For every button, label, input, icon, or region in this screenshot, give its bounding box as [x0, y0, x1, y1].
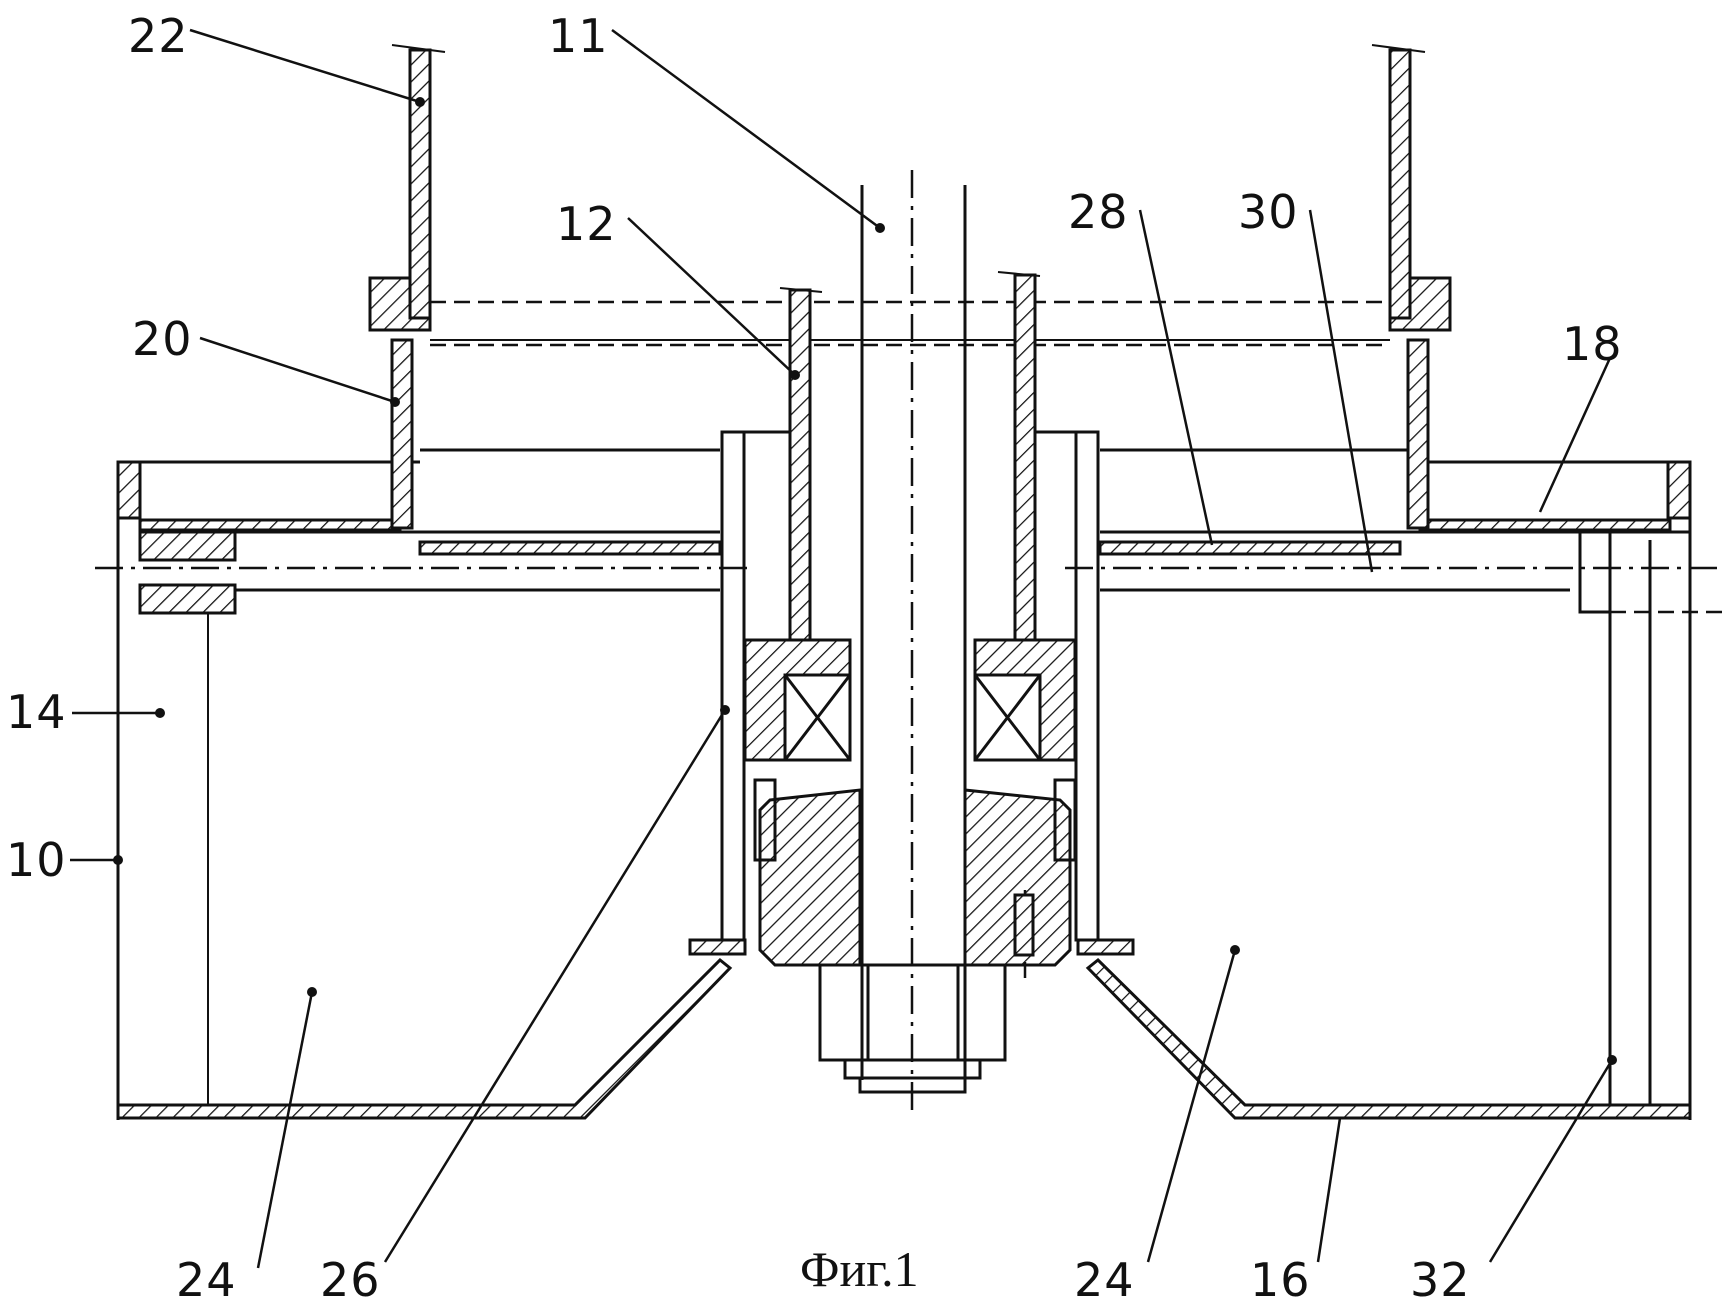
top-plate [140, 520, 1690, 1105]
bearing-left [745, 640, 850, 760]
collar-left [370, 45, 445, 528]
label-24-left: 24 [176, 1253, 237, 1303]
label-18: 18 [1562, 317, 1623, 371]
label-32: 32 [1410, 1253, 1471, 1303]
label-10: 10 [6, 833, 67, 887]
collar-right [1372, 45, 1450, 528]
bearing-right [975, 640, 1075, 760]
label-26: 26 [320, 1253, 381, 1303]
figure-caption: Фиг.1 [800, 1241, 919, 1297]
label-22: 22 [128, 9, 189, 63]
label-11: 11 [548, 9, 609, 63]
label-28: 28 [1068, 185, 1129, 239]
label-24-right: 24 [1074, 1253, 1135, 1303]
housing [118, 450, 1690, 1120]
shaft [862, 170, 965, 1110]
hub-flange-right [1078, 940, 1133, 954]
label-20: 20 [132, 312, 193, 366]
nut-holder [755, 780, 1075, 980]
corner-block-right [1668, 462, 1690, 518]
bottom-plate [118, 960, 1690, 1118]
label-30: 30 [1238, 185, 1299, 239]
hub-flange-left [690, 940, 745, 954]
label-12: 12 [556, 197, 617, 251]
corner-block-left [118, 462, 140, 518]
label-14: 14 [6, 685, 67, 739]
label-16: 16 [1250, 1253, 1311, 1303]
